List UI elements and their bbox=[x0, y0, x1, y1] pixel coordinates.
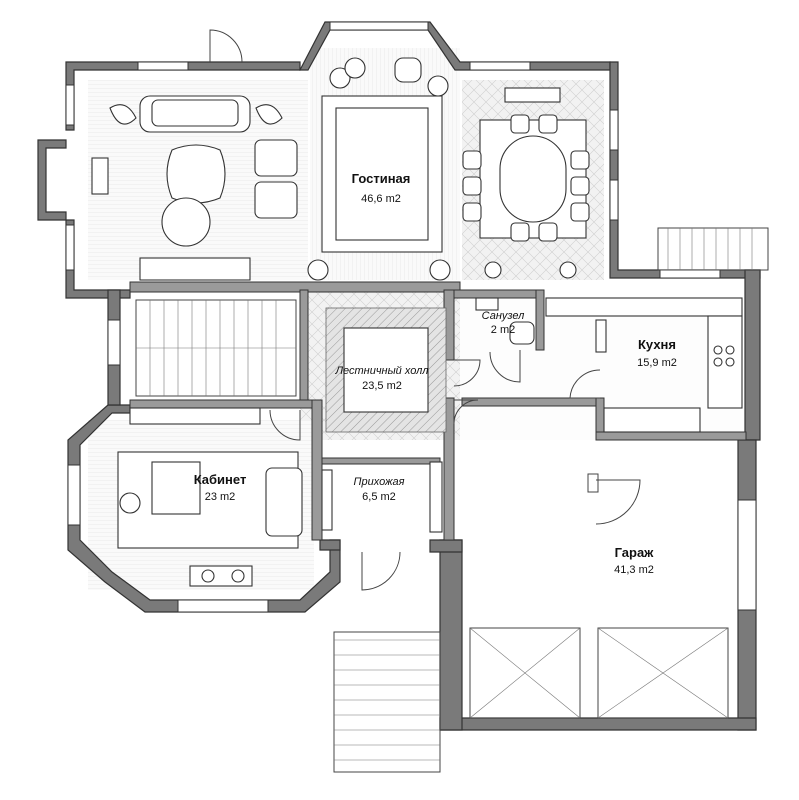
room-name-kitchen: Кухня bbox=[638, 337, 676, 352]
dining-chair bbox=[510, 114, 530, 134]
room-area-entry: 6,5 m2 bbox=[362, 491, 396, 503]
dining-chair bbox=[538, 114, 558, 134]
dining-chair bbox=[462, 150, 482, 170]
kitchen-fixtures bbox=[545, 297, 743, 433]
dining-furniture bbox=[462, 87, 590, 279]
living-furniture bbox=[91, 57, 451, 281]
room-area-living: 46,6 m2 bbox=[361, 193, 401, 205]
room-name-office: Кабинет bbox=[194, 472, 247, 487]
dining-chair bbox=[570, 150, 590, 170]
room-area-wc: 2 m2 bbox=[491, 324, 515, 336]
dining-chair bbox=[510, 222, 530, 242]
room-name-hall: Лестничный холл bbox=[334, 365, 428, 377]
garage-doors bbox=[469, 473, 729, 719]
room-area-garage: 41,3 m2 bbox=[614, 564, 654, 576]
dining-chair bbox=[462, 202, 482, 222]
dining-chair bbox=[570, 176, 590, 196]
windows bbox=[65, 21, 757, 613]
hall-rug bbox=[325, 307, 447, 433]
dining-chair bbox=[462, 176, 482, 196]
interior-walls bbox=[129, 281, 747, 541]
doors bbox=[209, 29, 641, 591]
room-area-hall: 23,5 m2 bbox=[362, 380, 402, 392]
office-furniture bbox=[117, 407, 443, 587]
room-name-wc: Санузел bbox=[482, 310, 525, 322]
room-labels: Гостиная 46,6 m2 Санузел 2 m2 Кухня 15,9… bbox=[194, 171, 677, 576]
room-area-office: 23 m2 bbox=[205, 491, 236, 503]
room-name-entry: Прихожая bbox=[353, 476, 404, 488]
dining-chair bbox=[570, 202, 590, 222]
stairs bbox=[135, 227, 769, 773]
dining-chair bbox=[538, 222, 558, 242]
wc-fixtures bbox=[475, 297, 535, 345]
room-name-living: Гостиная bbox=[352, 171, 411, 186]
room-name-garage: Гараж bbox=[615, 545, 655, 560]
room-area-kitchen: 15,9 m2 bbox=[637, 357, 677, 369]
